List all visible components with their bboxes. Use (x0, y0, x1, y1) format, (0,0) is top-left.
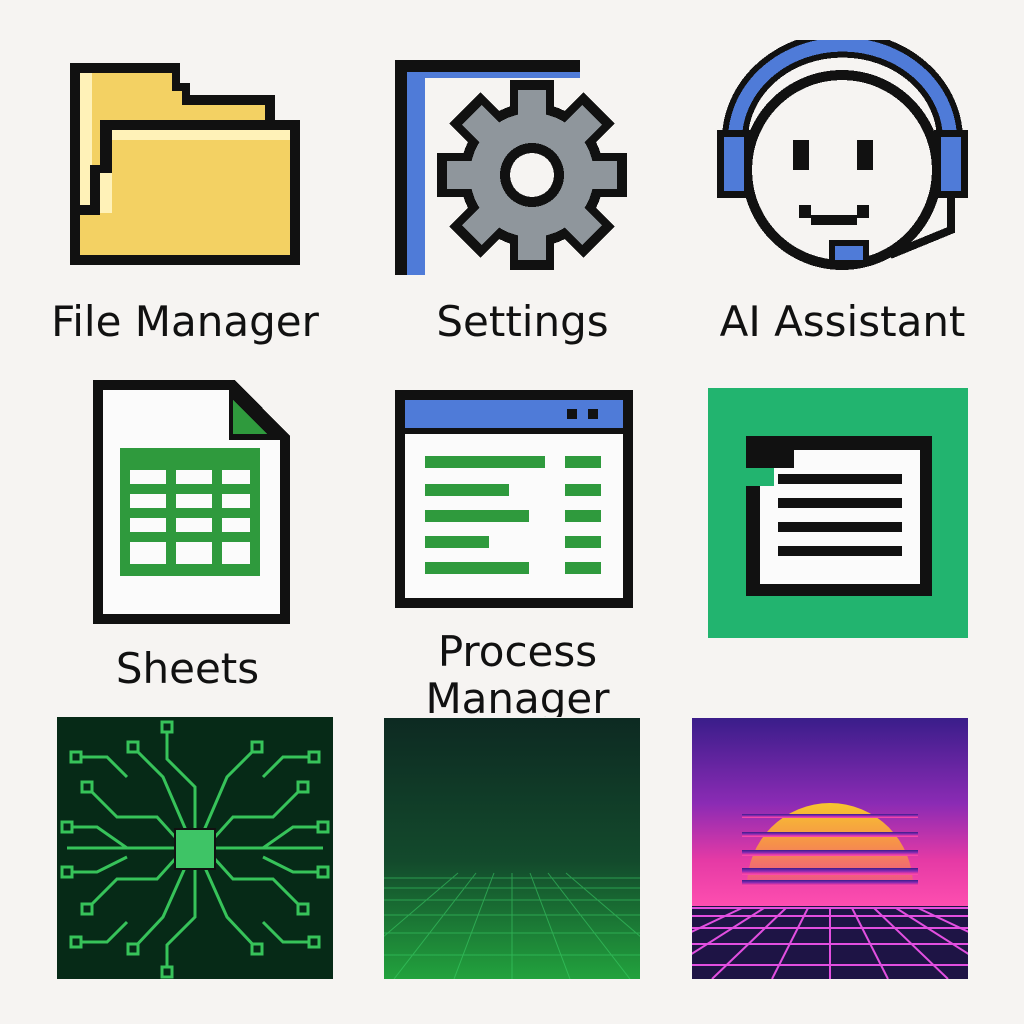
spreadsheet-icon (93, 380, 290, 624)
folder-icon (70, 63, 300, 265)
process-manager-shortcut[interactable] (395, 390, 633, 610)
settings-label: Settings (436, 297, 609, 346)
process-window-icon (395, 390, 633, 608)
grid-pattern (384, 718, 640, 979)
process-manager-label-line2: Manager (425, 677, 610, 717)
circuit-wallpaper[interactable] (57, 717, 333, 979)
sheets-label: Sheets (115, 644, 260, 693)
ai-assistant-shortcut[interactable] (715, 40, 970, 280)
sheets-shortcut[interactable] (85, 378, 293, 626)
sunset-pattern (692, 718, 968, 979)
grid-wallpaper[interactable] (384, 718, 640, 979)
gear-icon (395, 60, 627, 275)
notes-shortcut[interactable] (708, 388, 968, 638)
notes-icon (746, 436, 932, 596)
ai-assistant-label: AI Assistant (719, 297, 966, 346)
settings-shortcut[interactable] (395, 55, 640, 280)
file-manager-shortcut[interactable] (60, 55, 310, 275)
circuit-pattern (60, 720, 330, 979)
process-manager-label-line1: Process (437, 627, 598, 676)
file-manager-label: File Manager (51, 297, 319, 346)
headset-smiley-icon (717, 40, 968, 270)
sunset-wallpaper[interactable] (692, 718, 968, 979)
